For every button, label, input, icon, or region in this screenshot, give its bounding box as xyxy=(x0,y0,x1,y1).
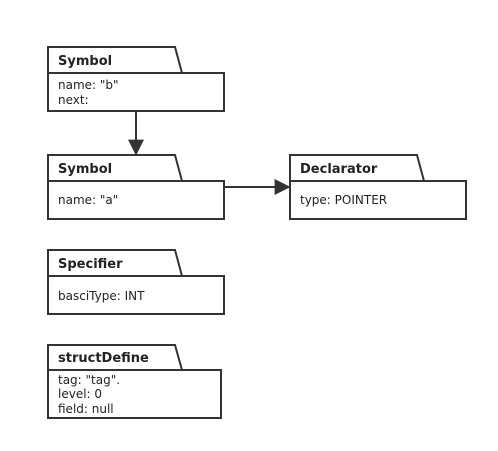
node-field: name: "a" xyxy=(58,193,118,207)
node-title: Declarator xyxy=(300,162,378,177)
node-field: tag: "tag". xyxy=(58,373,120,387)
node-symbol-b: Symbol name: "b" next: xyxy=(47,46,225,112)
node-title: structDefine xyxy=(58,351,149,366)
node-field: next: xyxy=(58,93,89,107)
node-field: type: POINTER xyxy=(300,193,387,207)
node-specifier: Specifier basciType: INT xyxy=(47,249,225,315)
node-struct-define: structDefine tag: "tag". level: 0 field:… xyxy=(47,344,222,419)
node-field: name: "b" xyxy=(58,78,119,92)
node-title: Symbol xyxy=(58,54,112,69)
node-field: field: null xyxy=(58,402,114,416)
node-field: basciType: INT xyxy=(58,289,145,303)
node-field: level: 0 xyxy=(58,387,102,401)
node-symbol-a: Symbol name: "a" xyxy=(47,154,225,220)
node-title: Specifier xyxy=(58,257,123,272)
node-title: Symbol xyxy=(58,162,112,177)
node-declarator: Declarator type: POINTER xyxy=(289,154,467,220)
